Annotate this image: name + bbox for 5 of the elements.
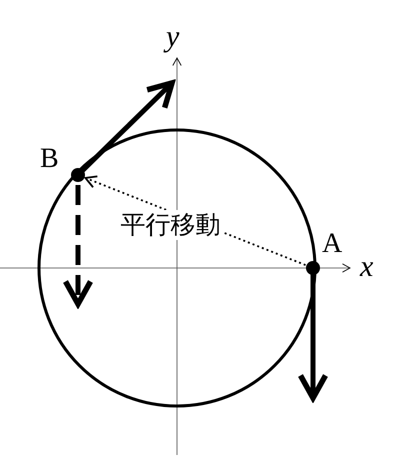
edge-label: 平行移動	[118, 210, 222, 240]
point-label: A	[322, 230, 342, 258]
point-label: B	[40, 145, 59, 173]
axis-label: y	[166, 22, 180, 52]
axis-label: x	[360, 252, 374, 282]
